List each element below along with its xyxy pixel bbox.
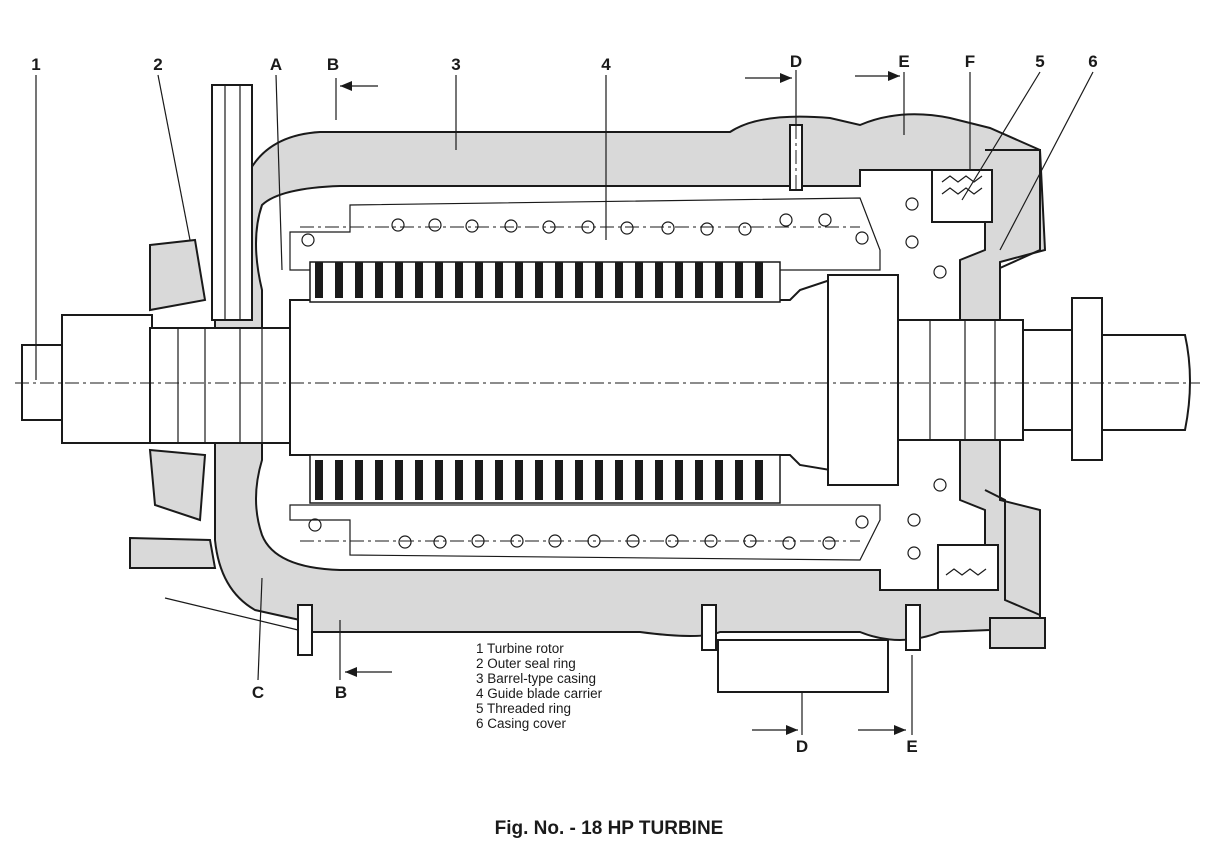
legend-item: 6 Casing cover [476,716,567,731]
blade-row-top [309,261,781,303]
legend-item: 1 Turbine rotor [476,641,564,656]
steam-inlet-pipe [211,84,253,321]
callout-2: 2 [153,55,162,74]
callout-1: 1 [31,55,40,74]
callout-d-bottom: D [796,737,808,756]
section-marker-e [855,71,913,735]
section-marker-d [745,70,803,735]
turbine-rotor [21,274,1191,486]
casing-foot-left [129,536,217,569]
callout-b-bottom: B [335,683,347,702]
callout-e-bottom: E [906,737,917,756]
callout-d-top: D [790,52,802,71]
callout-6: 6 [1088,52,1097,71]
callout-3: 3 [451,55,460,74]
casing-foot-right [717,617,1046,693]
legend-item: 4 Guide blade carrier [476,686,603,701]
callout-5: 5 [1035,52,1044,71]
blade-row-bottom [309,454,781,504]
callout-e-top: E [898,52,909,71]
threaded-ring [931,169,999,591]
callout-leaders [35,71,1094,681]
legend-item: 2 Outer seal ring [476,656,576,671]
callout-b-top: B [327,55,339,74]
carrier-bolt-row-bottom [300,515,869,550]
callout-a: A [270,55,282,74]
section-marker-b [335,78,392,680]
callout-4: 4 [601,55,611,74]
carrier-bolt-row-top [300,213,869,247]
legend-item: 5 Threaded ring [476,701,571,716]
outer-seal-ring [148,238,207,522]
parts-legend: 1 Turbine rotor 2 Outer seal ring 3 Barr… [476,641,603,731]
figure-caption: Fig. No. - 18 HP TURBINE [495,818,724,839]
casing-cover [905,149,1041,616]
callout-f: F [965,52,975,71]
callout-c: C [252,683,264,702]
legend-item: 3 Barrel-type casing [476,671,596,686]
